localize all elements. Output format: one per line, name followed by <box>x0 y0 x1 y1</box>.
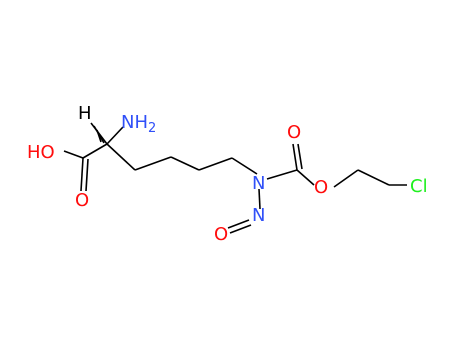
bond-n-o-2 <box>229 224 252 234</box>
chain-bond-5 <box>231 157 258 175</box>
bond-carbamate-carbonyl-2 <box>297 143 303 170</box>
bond-carboxyl-carbonyl-1 <box>80 157 84 192</box>
bond-ca-amino <box>106 126 124 145</box>
stereo-hash-bond <box>90 122 108 145</box>
bond-n-n <box>258 188 261 210</box>
bond-carbamate-ester <box>296 169 315 186</box>
amino-subscript: 2 <box>148 121 156 136</box>
bond-n-o-1 <box>227 219 250 229</box>
bond-layer <box>63 122 407 234</box>
nitroso-oxygen-label: O <box>214 224 228 245</box>
ester-oxygen-label: O <box>314 177 328 198</box>
chain-bond-1 <box>106 143 136 171</box>
chain-bond-4 <box>198 157 233 171</box>
amino-group-label: NH2 <box>121 112 156 136</box>
bond-ester-ch2 <box>333 169 359 188</box>
bond-carbamate-carbonyl-1 <box>292 143 298 171</box>
bond-ca-carboxyl <box>82 143 108 159</box>
amide-nitrogen-label: N <box>252 173 265 194</box>
chain-bond-2 <box>134 156 172 171</box>
carbonyl-oxygen-left-label: O <box>75 190 89 211</box>
chlorine-label: Cl <box>410 176 428 197</box>
bond-carboxyl-carbonyl-2 <box>85 158 89 192</box>
amino-main-label: NH <box>121 112 148 133</box>
bond-carboxyl-hydroxyl <box>63 150 84 159</box>
hydroxyl-label: HO <box>27 142 55 163</box>
hydrogen-label: H <box>78 103 92 124</box>
bond-ch2-ch2 <box>357 169 390 186</box>
chain-bond-3 <box>170 156 200 171</box>
bond-n-carbamate <box>266 169 298 180</box>
carbonyl-oxygen-right-label: O <box>287 122 301 143</box>
nitroso-nitrogen-label: N <box>252 205 265 226</box>
